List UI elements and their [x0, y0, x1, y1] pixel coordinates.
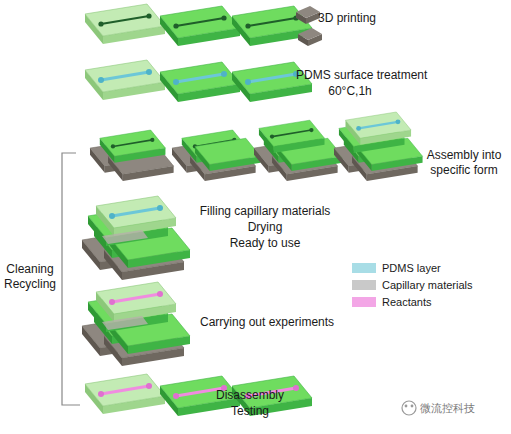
legend-entry: Capillary materials — [352, 279, 472, 291]
step-label: Ready to use — [190, 236, 340, 251]
step-label: Cleaning Recycling — [2, 262, 58, 292]
legend-text: Reactants — [382, 296, 432, 308]
step-label: 60°C,1h — [310, 84, 390, 99]
step-label: 3D printing — [318, 11, 438, 26]
step-label: Testing — [190, 404, 310, 419]
step-label: PDMS surface treatment — [296, 68, 446, 83]
legend-entry: PDMS layer — [352, 262, 441, 274]
step-label: Carrying out experiments — [200, 315, 360, 330]
step-label: Drying — [190, 220, 340, 235]
step-label: Disassembly — [190, 388, 310, 403]
watermark: 微流控科技 — [420, 401, 500, 416]
legend-text: PDMS layer — [382, 262, 441, 274]
legend-text: Capillary materials — [382, 279, 472, 291]
legend-swatch — [352, 297, 376, 307]
legend-swatch — [352, 263, 376, 273]
step-label: Filling capillary materials — [190, 204, 340, 219]
step-label: Assembly into specific form — [420, 148, 508, 178]
legend-swatch — [352, 280, 376, 290]
legend-entry: Reactants — [352, 296, 432, 308]
